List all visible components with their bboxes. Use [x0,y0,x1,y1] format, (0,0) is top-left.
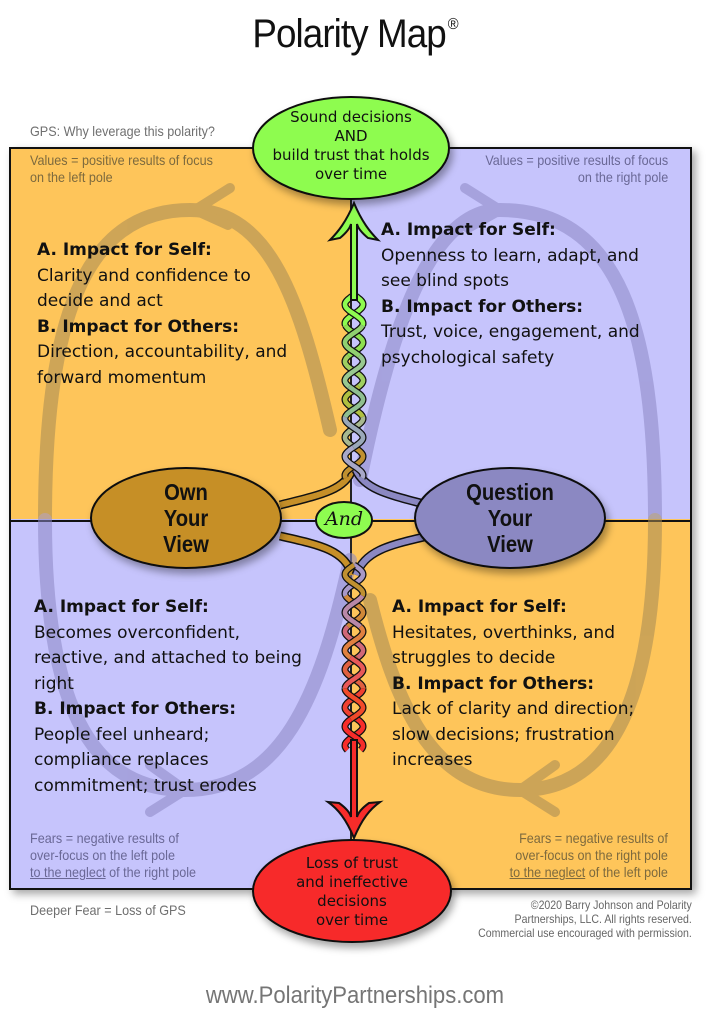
down-arrowhead-icon [324,739,384,841]
deeper-fear-label: Deeper Fear = Loss of GPS [30,902,186,918]
up-braid-strand-a [342,445,366,480]
others-heading: B. Impact for Others: [381,296,584,317]
page-title: Polarity Map® [28,12,681,57]
title-text: Polarity Map [252,12,446,56]
loop-arrow-left-icon [184,183,235,230]
up-braid-strand-b [342,416,366,450]
down-braid-strand-a [342,688,366,722]
up-braid-strand-a [342,293,366,327]
down-braid-strand-b [342,688,366,722]
and-label: And [324,508,364,530]
down-braid-strand-b [342,717,366,752]
higher-purpose-oval[interactable] [252,96,450,200]
registered-mark: ® [447,16,459,33]
down-braid-strand-b [342,594,365,629]
others-heading: B. Impact for Others: [37,316,240,337]
loop-arrow-right-icon [460,183,510,233]
down-braid-strand-b [342,563,366,597]
up-braid-strand-a [342,416,366,450]
infinity-loop [38,183,662,817]
up-arrowhead-icon [326,200,382,301]
website-link[interactable]: www.PolarityPartnerships.com [205,982,505,1009]
up-braid-strand-b [342,445,366,480]
deeper-fear-oval[interactable] [252,839,452,943]
and-oval [315,501,373,539]
others-heading: B. Impact for Others: [34,699,237,719]
self-heading: A. Impact for Self: [34,597,209,617]
down-braid-strand-b [342,625,366,660]
quadrant-top-left-content: A. Impact for Self: Clarity and confiden… [37,240,288,388]
self-heading: A. Impact for Self: [392,597,567,617]
quadrant-bottom-right-content: A. Impact for Self: Hesitates, overthink… [392,597,635,770]
others-heading: B. Impact for Others: [392,673,595,694]
up-braid-strand-b [342,324,365,358]
quadrant-top-right-content: A. Impact for Self: Openness to learn, a… [381,220,640,368]
gps-question: GPS: Why leverage this polarity? [30,123,215,139]
loop-left-upper [38,202,337,527]
self-heading: A. Impact for Self: [37,240,212,260]
loop-arrow-bottom-right-icon [511,760,560,817]
up-braid-strand-b [342,293,366,327]
down-braid-strand-a [342,563,366,597]
upward-braided-arrow [341,292,367,480]
left-pole-oval[interactable] [90,467,282,569]
right-pole-oval[interactable] [414,467,606,569]
down-braid-strand-b [342,655,366,689]
up-braid-strand-b [342,354,366,389]
loop-arrow-bottom-left-icon [145,760,194,817]
downward-braided-arrow [341,562,367,753]
quadrant-bottom-left-content: A. Impact for Self: Becomes overconfiden… [34,597,302,796]
down-braid-strand-a [342,655,366,689]
up-braid-strand-b [343,384,366,418]
self-heading: A. Impact for Self: [381,220,556,240]
